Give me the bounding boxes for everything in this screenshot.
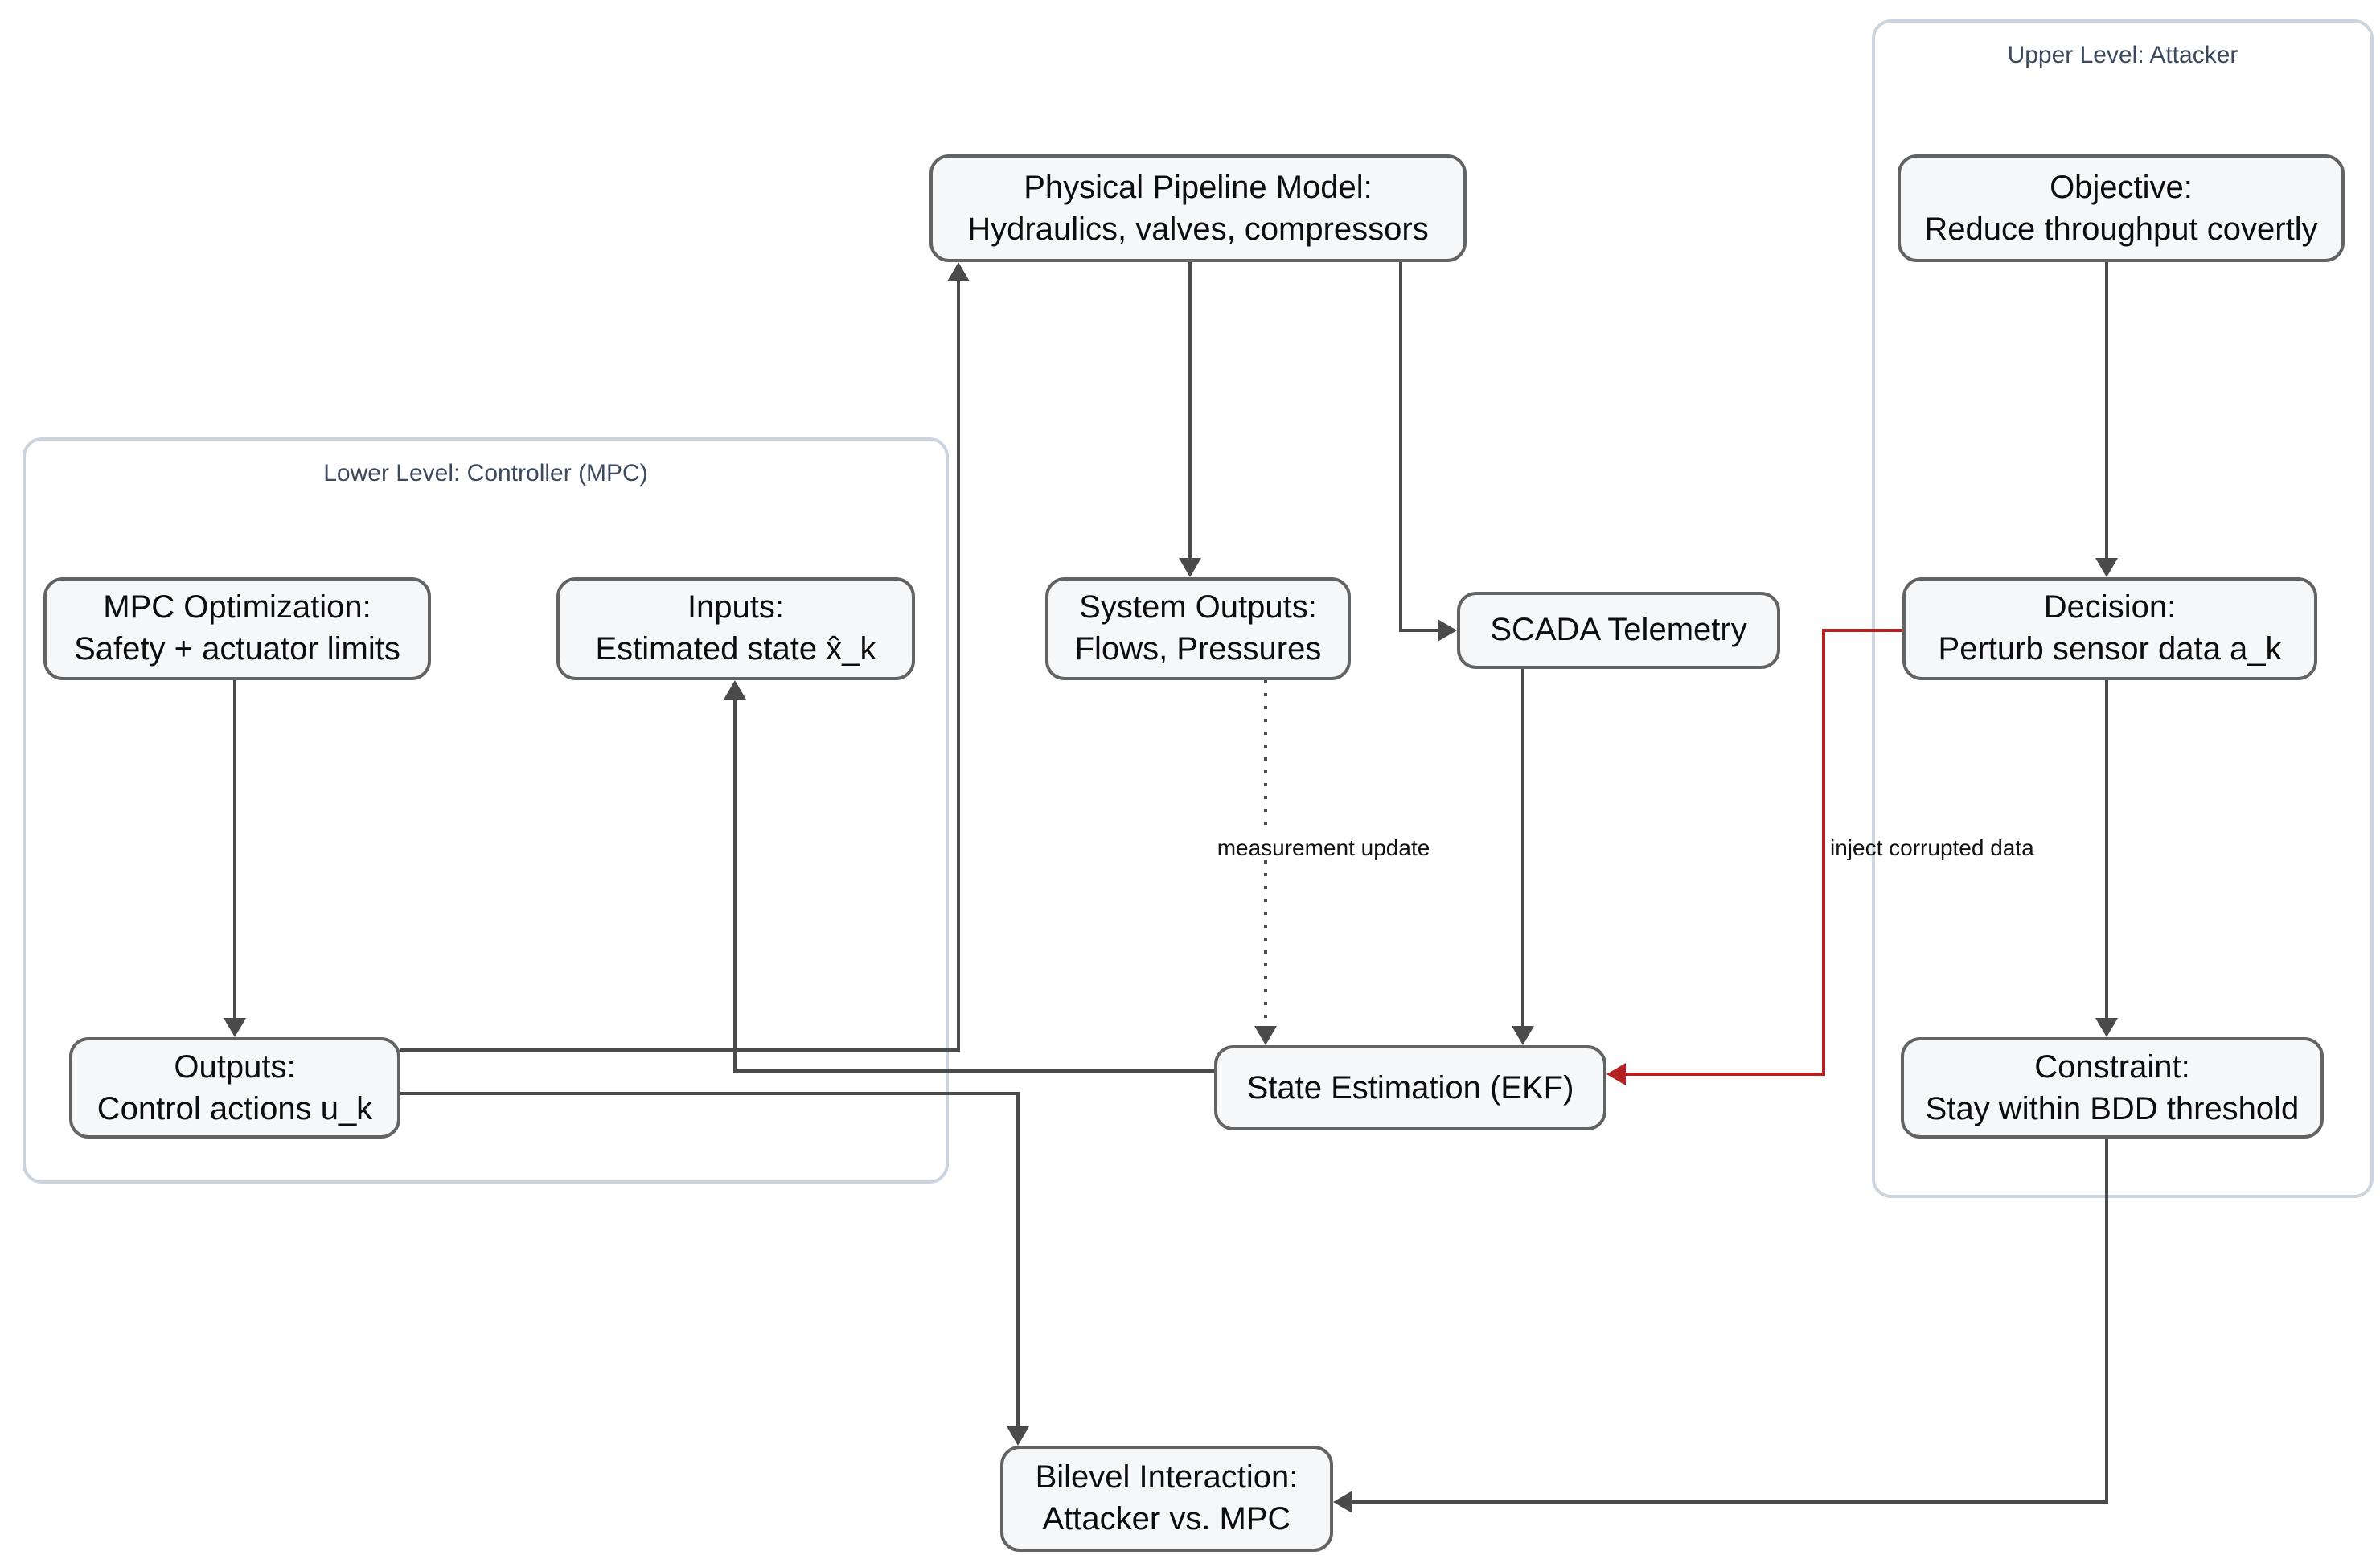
- node-text: Bilevel Interaction:: [1035, 1460, 1299, 1496]
- edge-line: [2105, 1139, 2108, 1504]
- cluster-lower-level-label: Lower Level: Controller (MPC): [323, 460, 648, 487]
- node-text: Attacker vs. MPC: [1042, 1502, 1291, 1537]
- node-text: System Outputs:: [1079, 590, 1317, 626]
- cluster-upper-level-label: Upper Level: Attacker: [2007, 42, 2238, 69]
- arrowhead-down-icon: [224, 1018, 246, 1037]
- node-text: Estimated state x̂_k: [595, 632, 876, 667]
- node-text: Objective:: [2050, 170, 2193, 205]
- node-text: Hydraulics, valves, compressors: [967, 211, 1429, 247]
- arrowhead-down-icon: [1007, 1426, 1029, 1446]
- node-text: SCADA Telemetry: [1490, 613, 1747, 648]
- node-text: Reduce throughput covertly: [1924, 211, 2318, 247]
- edge-line: [400, 1048, 960, 1052]
- node-text: MPC Optimization:: [103, 590, 371, 626]
- edge-line: [400, 1092, 1020, 1095]
- arrowhead-down-icon: [1512, 1026, 1534, 1045]
- node-outputs-control-actions: Outputs: Control actions u_k: [69, 1037, 400, 1139]
- node-text: Decision:: [2043, 590, 2177, 626]
- arrowhead-down-icon: [1254, 1026, 1277, 1045]
- node-text: Safety + actuator limits: [74, 632, 400, 667]
- arrowhead-right-icon: [1438, 619, 1457, 642]
- edge-line: [957, 280, 960, 1052]
- edge-label-measurement-update: measurement update: [1213, 835, 1434, 860]
- arrowhead-down-icon: [2095, 1018, 2118, 1037]
- edge-line: [1399, 629, 1438, 632]
- attack-edge-line: [1822, 629, 1825, 1076]
- arrowhead-left-icon: [1333, 1491, 1352, 1513]
- arrowhead-up-icon: [947, 262, 970, 281]
- edge-line: [735, 1069, 1214, 1073]
- edge-line: [1521, 669, 1524, 1026]
- node-system-outputs: System Outputs: Flows, Pressures: [1045, 577, 1351, 680]
- node-bilevel-interaction: Bilevel Interaction: Attacker vs. MPC: [1000, 1446, 1333, 1552]
- node-scada-telemetry: SCADA Telemetry: [1457, 592, 1780, 669]
- arrowhead-left-icon: [1606, 1063, 1626, 1085]
- edge-line: [1399, 262, 1402, 632]
- node-text: Stay within BDD threshold: [1925, 1091, 2300, 1126]
- node-objective: Objective: Reduce throughput covertly: [1898, 154, 2345, 262]
- cluster-lower-level-controller: Lower Level: Controller (MPC): [23, 437, 949, 1184]
- edge-line: [1352, 1500, 2108, 1504]
- node-mpc-optimization: MPC Optimization: Safety + actuator limi…: [43, 577, 431, 680]
- node-state-estimation-ekf: State Estimation (EKF): [1214, 1045, 1606, 1130]
- edge-line: [733, 698, 737, 1073]
- edge-line: [2105, 680, 2108, 1021]
- node-text: Constraint:: [2034, 1049, 2190, 1085]
- attack-edge-line: [1824, 629, 1902, 632]
- edge-label-inject-corrupted-data: inject corrupted data: [1830, 835, 2034, 860]
- arrowhead-down-icon: [1179, 558, 1201, 577]
- node-text: State Estimation (EKF): [1246, 1070, 1574, 1106]
- edge-line: [1188, 262, 1192, 558]
- node-inputs-estimated-state: Inputs: Estimated state x̂_k: [556, 577, 915, 680]
- attack-edge-line: [1626, 1073, 1825, 1076]
- node-text: Flows, Pressures: [1074, 632, 1322, 667]
- node-text: Control actions u_k: [96, 1091, 373, 1126]
- arrowhead-down-icon: [2095, 558, 2118, 577]
- cluster-upper-level-attacker: Upper Level: Attacker: [1872, 19, 2374, 1198]
- node-text: Perturb sensor data a_k: [1938, 632, 2282, 667]
- node-decision: Decision: Perturb sensor data a_k: [1902, 577, 2317, 680]
- node-text: Outputs:: [174, 1049, 296, 1085]
- arrowhead-up-icon: [724, 680, 746, 700]
- edge-line: [2105, 262, 2108, 558]
- node-text: Inputs:: [687, 590, 785, 626]
- edge-line: [233, 680, 236, 1021]
- node-text: Physical Pipeline Model:: [1024, 170, 1373, 205]
- node-physical-pipeline-model: Physical Pipeline Model: Hydraulics, val…: [929, 154, 1467, 262]
- edge-line: [1016, 1092, 1020, 1430]
- node-constraint: Constraint: Stay within BDD threshold: [1901, 1037, 2324, 1139]
